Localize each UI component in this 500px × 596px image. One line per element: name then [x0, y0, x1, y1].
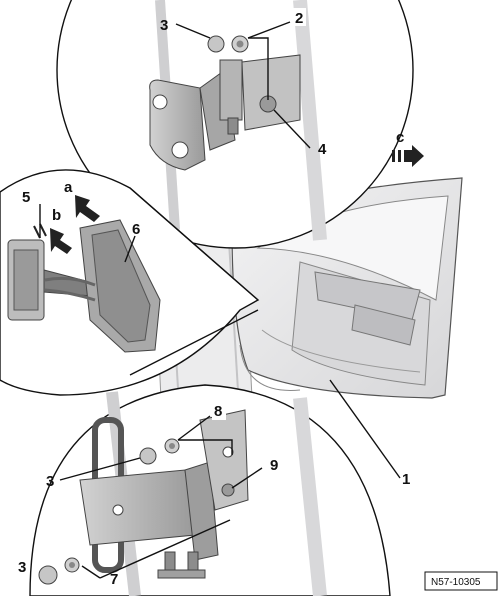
label-b: b [52, 207, 61, 224]
left-detail-circle [0, 169, 260, 396]
arrow-a [75, 195, 100, 222]
label-3-top: 3 [160, 17, 168, 34]
bottom-detail-circle [29, 384, 391, 596]
nut-3-bottom [38, 565, 58, 585]
label-1: 1 [402, 471, 410, 488]
label-6: 6 [132, 221, 140, 238]
label-5: 5 [22, 189, 30, 206]
figure-reference-text: N57-10305 [431, 577, 481, 588]
nut-3-mid [139, 447, 157, 465]
arrow-c [392, 145, 424, 167]
label-c: c [396, 129, 404, 146]
label-3-bottom: 3 [18, 559, 26, 576]
top-detail-circle [56, 0, 414, 249]
arrow-b [33, 223, 72, 254]
label-3-mid: 3 [46, 473, 54, 490]
bolt-7 [64, 557, 80, 573]
wiring-boot-6 [44, 219, 161, 353]
leader-lines [39, 21, 401, 579]
upper-hinge [149, 54, 301, 171]
label-4: 4 [318, 141, 327, 158]
bolt-2-top [231, 35, 249, 53]
connector-5 [7, 239, 93, 321]
bolt-8 [164, 438, 180, 454]
label-a: a [64, 179, 73, 196]
label-7: 7 [110, 571, 118, 588]
nut-3-top [207, 35, 225, 53]
label-8: 8 [214, 403, 222, 420]
label-2: 2 [295, 10, 303, 27]
callout-labels: 3 2 4 c a 5 b 6 8 9 3 1 3 7 [18, 8, 410, 588]
figure-reference: N57-10305 [424, 571, 498, 591]
label-9: 9 [270, 457, 278, 474]
